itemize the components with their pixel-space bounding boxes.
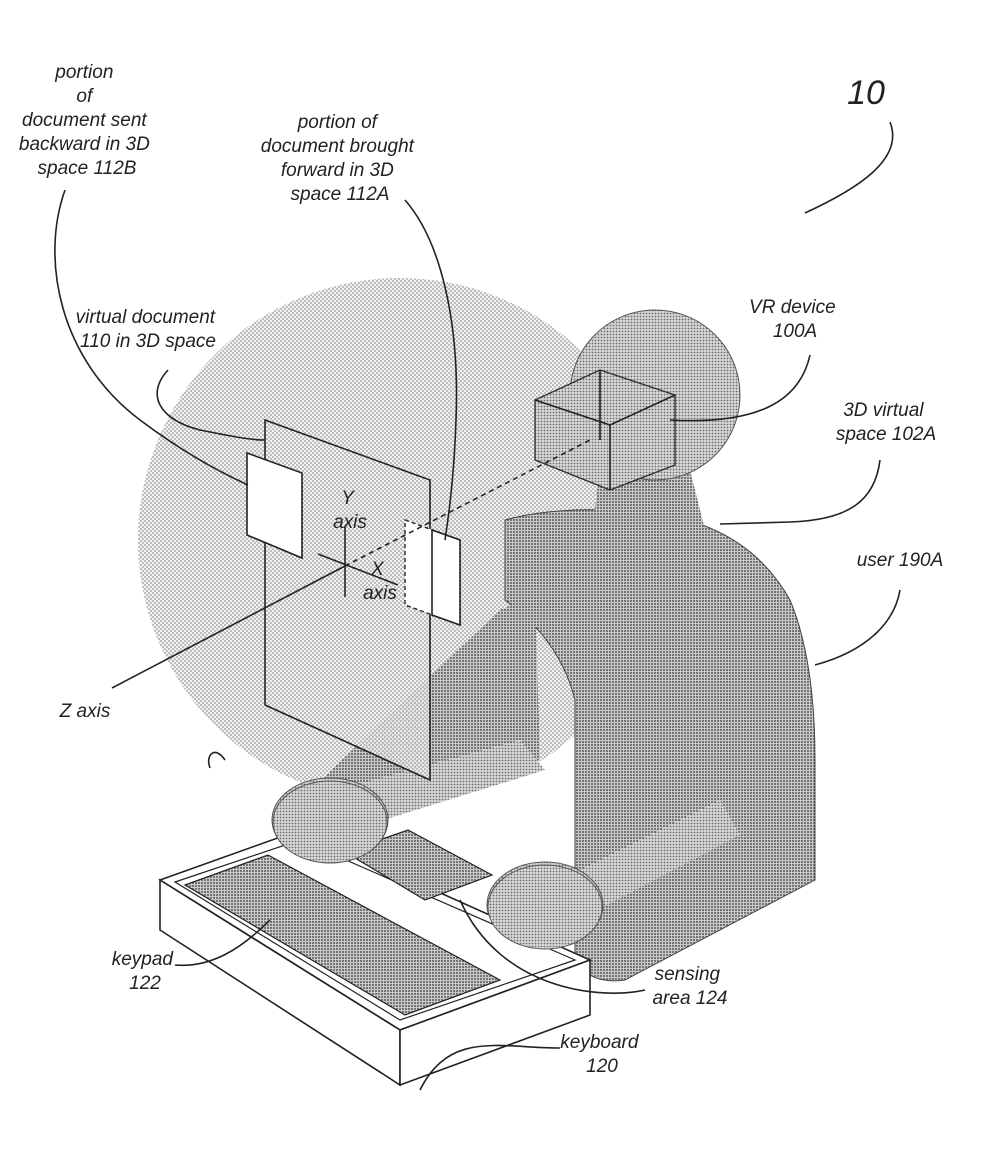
label-x-axis: X axis: [363, 559, 397, 604]
label-vr-device: VR device 100A: [749, 297, 841, 342]
label-user: user 190A: [857, 550, 944, 571]
leader-lines: [54, 121, 901, 1091]
label-virtual-document: virtual document 110 in 3D space: [76, 307, 221, 352]
figure-number-text: 10: [847, 74, 885, 112]
keypad-area: [183, 854, 502, 1016]
figure-number: 10: [847, 74, 885, 112]
label-forward-portion: portion of document brought forward in 3…: [261, 112, 419, 205]
backward-portion: [246, 451, 303, 560]
label-keypad: keypad 122: [112, 949, 179, 994]
keyboard: [158, 829, 593, 1087]
label-keyboard: keyboard 120: [560, 1032, 643, 1077]
label-virtual-space: 3D virtual space 102A: [836, 400, 936, 445]
axes: [111, 439, 591, 689]
label-z-axis: Z axis: [59, 701, 111, 722]
vr-headset: [534, 369, 676, 491]
virtual-document: [246, 418, 461, 782]
label-sensing-area: sensing area 124: [652, 964, 727, 1009]
label-y-axis: Y axis: [333, 488, 367, 533]
label-backward-portion: portion of document sent backward in 3D …: [19, 62, 155, 179]
sensing-area: [343, 829, 494, 901]
